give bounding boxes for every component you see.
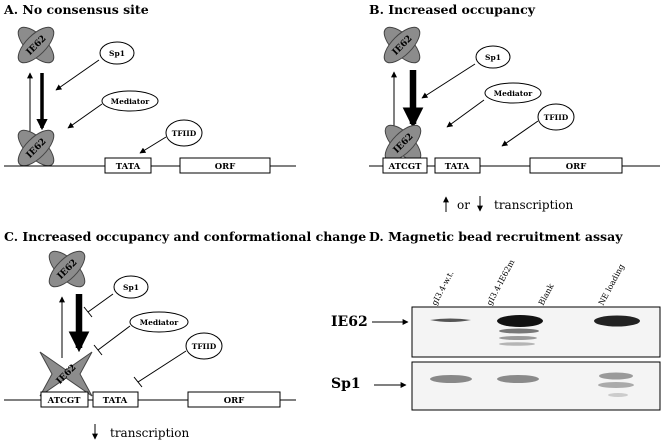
tfiid-factor [185, 332, 223, 360]
mediator-label: Mediator [140, 318, 179, 327]
orf-box [529, 157, 623, 174]
tfiid-label: TFIID [172, 129, 197, 138]
ie62-protein-changed: IE62 [39, 351, 93, 397]
mediator-label: Mediator [111, 97, 150, 106]
sp1-factor [99, 41, 135, 65]
sp1-arrow [421, 63, 476, 99]
panel-a: A. No consensus site IE62 IE62 Sp1 Media… [3, 2, 296, 174]
tfiid-arrow [139, 136, 167, 154]
ie62-protein-top: IE62 [48, 250, 86, 288]
or-text: or [457, 198, 470, 212]
tfiid-inhibition [133, 350, 187, 388]
band-sp1-ne-loading-smear [608, 393, 628, 397]
band-ie62-ie62m-minor [499, 336, 537, 340]
lane-label-wt: gI3.4-w.t. [430, 269, 456, 307]
tata-label: TATA [103, 396, 128, 406]
orf-box [179, 157, 271, 174]
tata-label: TATA [445, 162, 470, 172]
mediator-factor [101, 90, 159, 112]
sp1-arrow [55, 59, 100, 91]
band-sp1-ne-loading-minor [598, 382, 634, 388]
lane-label-blank: Blank [537, 282, 556, 307]
consensus-site-box [40, 391, 89, 408]
panel-c-title: C. Increased occupancy and conformationa… [4, 229, 366, 244]
tfiid-factor [537, 103, 575, 131]
orf-box [187, 391, 281, 408]
sp1-inhibition [83, 293, 114, 318]
tfiid-label: TFIID [192, 342, 217, 351]
lane-label-ie62m: gI3.4-IE62m [485, 258, 517, 307]
band-ie62-wt [430, 318, 471, 322]
mediator-arrow [67, 103, 103, 129]
band-ie62-ne-loading [594, 315, 640, 327]
tfiid-arrow [501, 120, 539, 147]
sp1-label: Sp1 [485, 53, 501, 62]
tfiid-label: TFIID [544, 113, 569, 122]
row-label-sp1: Sp1 [331, 376, 361, 392]
consensus-site-label: ATCGT [388, 162, 422, 172]
ie62-protein-bound: IE62 [17, 129, 55, 167]
ie62-protein-bound: IE62 [384, 124, 422, 162]
tata-box [434, 157, 481, 174]
band-ie62-ie62m-minor [499, 328, 539, 334]
band-sp1-wt [430, 375, 472, 383]
mediator-inhibition [93, 325, 131, 356]
tata-label: TATA [116, 162, 141, 172]
panel-b-title: B. Increased occupancy [369, 2, 536, 17]
tata-box [104, 157, 152, 174]
tfiid-factor [165, 119, 203, 147]
consensus-site-label: ATCGT [47, 396, 81, 406]
consensus-site-box [382, 157, 428, 174]
panel-b: B. Increased occupancy IE62 IE62 Sp1 Med… [369, 2, 660, 212]
orf-label: ORF [566, 162, 587, 172]
tata-box [92, 391, 139, 408]
row-label-ie62: IE62 [331, 314, 368, 330]
transcription-text: transcription [494, 198, 573, 212]
panel-d: D. Magnetic bead recruitment assay gI3.4… [331, 229, 661, 411]
sp1-factor [113, 275, 149, 299]
sp1-factor [475, 45, 511, 69]
panel-c: C. Increased occupancy and conformationa… [4, 229, 366, 440]
orf-label: ORF [224, 396, 245, 406]
mediator-factor [129, 311, 189, 333]
panel-a-title: A. No consensus site [3, 2, 149, 17]
band-sp1-ie62m [497, 375, 539, 383]
mediator-label: Mediator [494, 89, 533, 98]
mediator-arrow [446, 99, 485, 128]
blot-sp1 [411, 361, 661, 411]
lane-label-ne-loading: NE loading [597, 263, 626, 307]
band-ie62-ie62m [497, 315, 543, 327]
band-ie62-ie62m-minor [499, 342, 535, 346]
orf-label: ORF [215, 162, 236, 172]
transcription-text: transcription [110, 426, 189, 440]
band-sp1-ne-loading [599, 372, 633, 380]
mediator-factor [484, 82, 542, 104]
panel-d-title: D. Magnetic bead recruitment assay [369, 229, 623, 244]
blot-ie62 [411, 306, 661, 358]
sp1-label: Sp1 [123, 283, 139, 292]
sp1-label: Sp1 [109, 49, 125, 58]
ie62-protein-top: IE62 [17, 26, 55, 64]
ie62-protein-top: IE62 [383, 26, 421, 64]
